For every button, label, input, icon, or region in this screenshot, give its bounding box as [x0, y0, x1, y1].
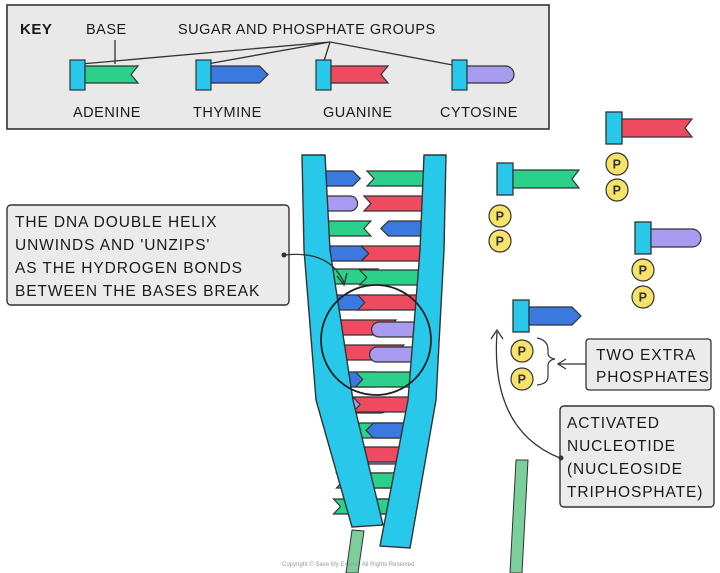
helix-right-base-adenine — [365, 170, 426, 187]
free-nucleotide-adenine: PP — [488, 162, 581, 253]
activated-line-1: ACTIVATED — [567, 415, 660, 432]
nucleotide-base-adenine — [512, 169, 581, 189]
helix-callout-line-4: BETWEEN THE BASES BREAK — [15, 283, 260, 300]
phosphate-label: P — [639, 291, 648, 305]
key-sugar-phosphate-pointers — [80, 41, 459, 67]
free-nucleotide-guanine: PP — [605, 111, 694, 202]
hydrogen-bond-break-circle — [320, 284, 432, 396]
key-base-label: BASE — [86, 22, 127, 38]
phosphate-label: P — [496, 210, 505, 224]
activated-callout-arrow — [495, 331, 561, 459]
sugar-group — [634, 221, 652, 255]
new-strand-right — [509, 459, 529, 573]
phosphate-group — [605, 178, 629, 202]
helix-callout-arrow — [284, 253, 345, 284]
key-label-guanine: GUANINE — [323, 105, 393, 121]
phosphate-group — [488, 204, 512, 228]
activated-line-2: NUCLEOTIDE — [567, 438, 676, 455]
phosphate-group — [631, 258, 655, 282]
phosphate-group — [510, 367, 534, 391]
dna-helix — [301, 154, 447, 549]
key-sugar-adenine — [69, 59, 86, 91]
helix-right-base-cytosine — [371, 321, 417, 338]
key-panel: KEY BASE SUGAR AND PHOSPHATE GROUPS ADEN… — [6, 4, 550, 130]
helix-right-base-guanine — [362, 195, 425, 212]
activated-line-4: TRIPHOSPHATE) — [567, 484, 703, 501]
key-base-cytosine — [466, 65, 515, 84]
helix-left-base-adenine — [326, 220, 373, 237]
helix-right-base-thymine — [380, 220, 424, 237]
key-label-adenine: ADENINE — [73, 105, 141, 121]
activated-nucleotide-thymine: PP — [510, 299, 582, 391]
extra-phosphates-line-2: PHOSPHATES — [596, 369, 710, 386]
nucleotide-base-guanine — [621, 118, 694, 138]
key-sugar-thymine — [195, 59, 212, 91]
helix-right-base-guanine — [356, 294, 419, 311]
phosphate-group — [605, 152, 629, 176]
phosphate-group — [510, 339, 534, 363]
new-strand-left — [345, 529, 365, 573]
helix-right-base-guanine — [360, 245, 423, 262]
helix-left-base-thymine — [328, 245, 370, 262]
helix-callout-line-3: AS THE HYDROGEN BONDS — [15, 260, 243, 277]
phosphate-group — [631, 285, 655, 309]
helix-right-base-thymine — [365, 422, 405, 439]
helix-left-base-thymine — [323, 170, 362, 187]
phosphate-label: P — [639, 264, 648, 278]
nucleotide-base-cytosine — [650, 228, 702, 248]
key-base-thymine — [210, 65, 269, 84]
activated-line-3: (NUCLEOSIDE — [567, 461, 683, 478]
key-label-cytosine: CYTOSINE — [440, 105, 518, 121]
helix-right-base-adenine — [358, 269, 421, 286]
extra-phosphates-arrowhead — [556, 358, 567, 370]
activated-callout-dot — [558, 455, 564, 461]
right-backbone — [379, 154, 447, 549]
key-sugar-phosphate-label: SUGAR AND PHOSPHATE GROUPS — [178, 22, 436, 38]
phosphate-label: P — [518, 373, 527, 387]
phosphate-label: P — [613, 158, 622, 172]
key-sugar-cytosine — [451, 59, 468, 91]
sugar-group — [512, 299, 530, 333]
extra-phosphates-callout: TWO EXTRA PHOSPHATES — [536, 337, 712, 391]
key-base-adenine — [84, 65, 140, 84]
phosphate-label: P — [518, 345, 527, 359]
key-sugar-guanine — [315, 59, 332, 91]
phosphate-label: P — [496, 235, 505, 249]
helix-left-base-cytosine — [324, 195, 359, 212]
copyright-text: Copyright © Save My Exams. All Rights Re… — [282, 561, 414, 568]
nucleotide-base-thymine — [528, 306, 582, 326]
free-nucleotide-cytosine: PP — [631, 221, 702, 309]
sugar-group — [605, 111, 623, 145]
left-backbone — [301, 154, 384, 528]
key-title: KEY — [20, 21, 52, 38]
extra-phosphates-line-1: TWO EXTRA — [596, 347, 696, 364]
key-label-thymine: THYMINE — [193, 105, 262, 121]
helix-callout-line-2: UNWINDS AND 'UNZIPS' — [15, 237, 210, 254]
key-base-guanine — [330, 65, 390, 84]
helix-right-base-adenine — [354, 371, 413, 388]
phosphate-brace — [536, 337, 556, 386]
helix-right-base-guanine — [351, 396, 410, 413]
helix-callout-line-1: THE DNA DOUBLE HELIX — [15, 214, 217, 231]
activated-nucleotide-callout: ACTIVATED NUCLEOTIDE (NUCLEOSIDE TRIPHOS… — [490, 328, 715, 508]
helix-right-base-cytosine — [369, 346, 415, 363]
activated-callout-arrowhead — [490, 328, 504, 340]
helix-callout-arrowhead — [336, 272, 348, 287]
helix-callout: THE DNA DOUBLE HELIX UNWINDS AND 'UNZIPS… — [6, 204, 348, 306]
helix-callout-dot — [281, 252, 287, 258]
phosphate-label: P — [613, 184, 622, 198]
sugar-group — [496, 162, 514, 196]
phosphate-group — [488, 229, 512, 253]
